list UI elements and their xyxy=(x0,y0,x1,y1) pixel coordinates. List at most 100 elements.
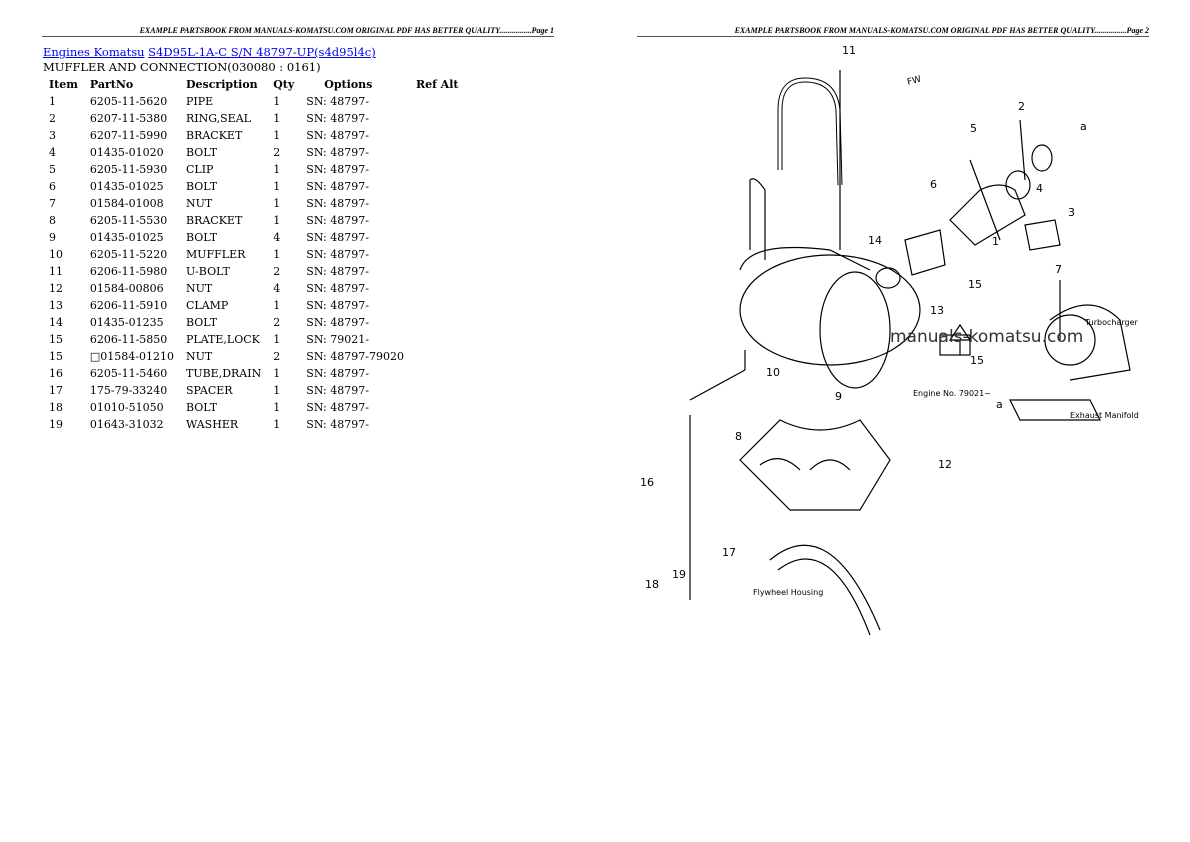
table-cell xyxy=(410,331,465,348)
table-cell: SN: 48797- xyxy=(306,418,369,431)
table-cell xyxy=(410,110,465,127)
table-cell xyxy=(410,246,465,263)
table-cell xyxy=(410,229,465,246)
table-cell xyxy=(410,212,465,229)
table-cell: TUBE,DRAIN xyxy=(185,367,262,380)
bracket xyxy=(1024,219,1061,251)
muffler-bracket xyxy=(739,419,891,511)
table-cell: 18 xyxy=(49,401,63,414)
table-cell: BOLT xyxy=(185,146,218,159)
table-cell xyxy=(410,280,465,297)
table-cell: NUT xyxy=(185,350,213,363)
table-cell: 6205-11-5620 xyxy=(89,95,168,108)
arrow-a-label-2: a xyxy=(996,398,1003,411)
section-title: MUFFLER AND CONNECTION(030080 : 0161) xyxy=(43,60,321,74)
page-header-2: EXAMPLE PARTSBOOK FROM MANUALS-KOMATSU.C… xyxy=(637,26,1149,37)
seal-ring xyxy=(1031,144,1053,172)
muffler-top xyxy=(739,246,871,271)
table-cell: 12 xyxy=(49,282,63,295)
table-cell: 01643-31032 xyxy=(89,418,164,431)
svg-text:16: 16 xyxy=(640,476,654,489)
table-cell: 15 xyxy=(49,333,63,346)
table-cell: 2 xyxy=(273,350,281,363)
table-cell: MUFFLER xyxy=(185,248,246,261)
table-cell: 2 xyxy=(273,316,281,329)
table-cell: SN: 48797- xyxy=(306,231,369,244)
breadcrumb-model-link[interactable]: S4D95L-1A-C S/N 48797-UP(s4d95l4c) xyxy=(148,45,376,59)
table-cell: SN: 48797- xyxy=(306,112,369,125)
table-cell: 4 xyxy=(273,231,281,244)
column-header: Description xyxy=(185,77,258,91)
svg-text:9: 9 xyxy=(835,390,842,403)
table-cell: 1 xyxy=(273,333,281,346)
table-cell: 6205-11-5220 xyxy=(89,248,168,261)
svg-text:1: 1 xyxy=(992,235,999,248)
table-cell: BOLT xyxy=(185,231,218,244)
table-cell: 6207-11-5990 xyxy=(89,129,168,142)
flywheel-housing-inner xyxy=(777,558,871,636)
svg-text:14: 14 xyxy=(868,234,882,247)
svg-text:8: 8 xyxy=(735,430,742,443)
svg-text:11: 11 xyxy=(842,44,856,57)
table-cell: SN: 48797- xyxy=(306,146,369,159)
lock-plate xyxy=(939,334,971,356)
u-bolt xyxy=(777,77,843,186)
table-cell: SN: 48797- xyxy=(306,129,369,142)
exhaust-manifold xyxy=(1009,399,1101,421)
table-cell: SN: 48797- xyxy=(306,384,369,397)
svg-text:6: 6 xyxy=(930,178,937,191)
table-cell: 6206-11-5980 xyxy=(89,265,168,278)
table-cell: 4 xyxy=(49,146,56,159)
table-cell: 6205-11-5530 xyxy=(89,214,168,227)
table-cell: SN: 48797- xyxy=(306,367,369,380)
table-cell: NUT xyxy=(185,197,213,210)
table-cell: NUT xyxy=(185,282,213,295)
arrow-up-icon xyxy=(948,323,972,355)
column-header: Qty xyxy=(273,77,295,91)
arrow-a-label: a xyxy=(1080,120,1087,133)
table-cell: BRACKET xyxy=(185,129,243,142)
breadcrumb-engines-link[interactable]: Engines Komatsu xyxy=(43,45,145,59)
table-cell: PIPE xyxy=(185,95,214,108)
table-cell: 6206-11-5850 xyxy=(89,333,168,346)
table-cell: WASHER xyxy=(185,418,239,431)
table-cell: 01435-01235 xyxy=(89,316,164,329)
table-cell: □01584-01210 xyxy=(89,350,174,363)
table-cell xyxy=(410,297,465,314)
table-cell: SN: 48797- xyxy=(306,299,369,312)
column-header: Options xyxy=(324,77,373,91)
table-cell: 01435-01025 xyxy=(89,231,164,244)
flywheel-housing-label: Flywheel Housing xyxy=(753,588,823,597)
breadcrumb: Engines Komatsu S4D95L-1A-C S/N 48797-UP… xyxy=(43,45,376,59)
table-cell: SN: 48797- xyxy=(306,248,369,261)
table-cell: SN: 48797-79020 xyxy=(306,350,404,363)
table-cell: PLATE,LOCK xyxy=(185,333,260,346)
muffler-end xyxy=(819,271,891,389)
table-cell xyxy=(410,263,465,280)
svg-text:2: 2 xyxy=(1018,100,1025,113)
svg-text:18: 18 xyxy=(645,578,659,591)
table-cell: 6205-11-5460 xyxy=(89,367,168,380)
svg-text:5: 5 xyxy=(970,122,977,135)
table-cell: SN: 48797- xyxy=(306,163,369,176)
muffler-bracket-saddles xyxy=(759,458,851,471)
table-cell: 11 xyxy=(49,265,63,278)
table-cell xyxy=(410,161,465,178)
column-header: Ref Alt xyxy=(415,77,459,91)
clamp xyxy=(904,229,946,276)
table-cell: U-BOLT xyxy=(185,265,230,278)
table-cell: 10 xyxy=(49,248,63,261)
fw-label: FW xyxy=(906,75,922,88)
table-cell xyxy=(410,178,465,195)
